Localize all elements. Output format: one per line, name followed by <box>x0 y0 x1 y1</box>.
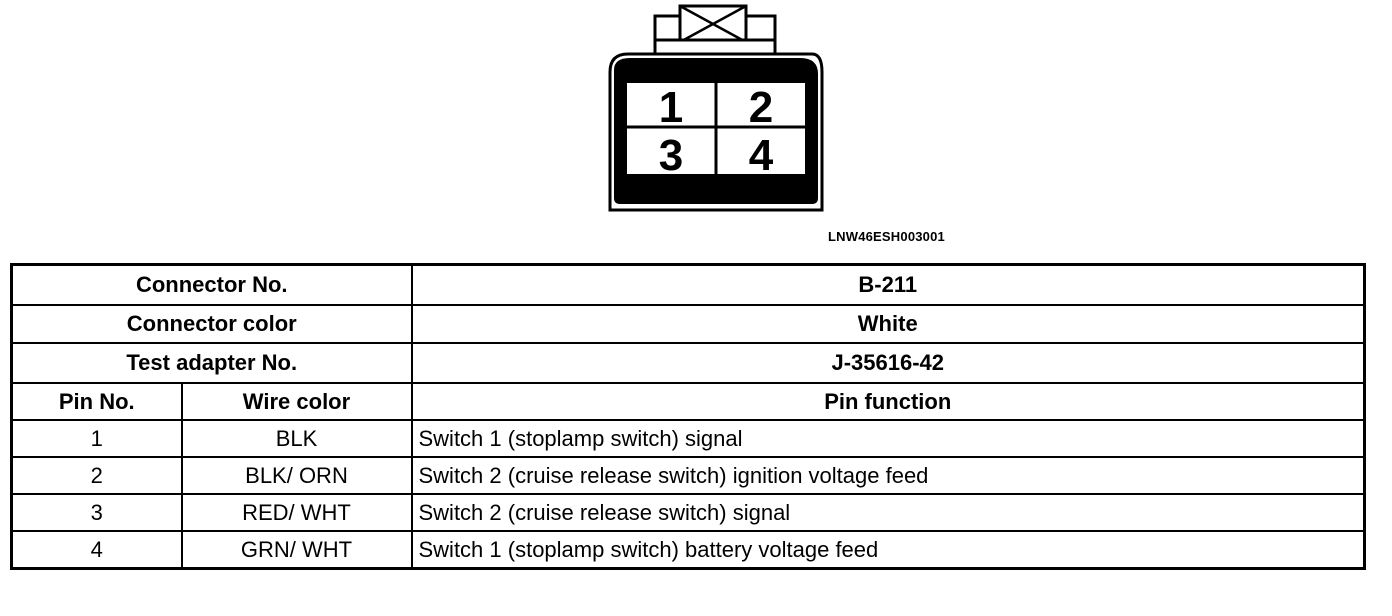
wire-color-cell: BLK/ ORN <box>180 456 413 495</box>
pin-cavity-2 <box>715 81 807 128</box>
connector-color-value: White <box>410 304 1366 344</box>
connector-color-label: Connector color <box>10 304 413 344</box>
pin-function-cell: Switch 1 (stoplamp switch) signal <box>410 419 1366 458</box>
pin-function-cell: Switch 2 (cruise release switch) signal <box>410 493 1366 532</box>
pin-cavity-4 <box>715 126 807 176</box>
column-header-row: Pin No. Wire color Pin function <box>10 382 1366 421</box>
pin-cavity-1 <box>625 81 717 128</box>
table-row: 4 GRN/ WHT Switch 1 (stoplamp switch) ba… <box>10 530 1366 570</box>
pin-number-1: 1 <box>659 83 683 132</box>
pin-number-4: 4 <box>749 131 774 180</box>
pin-function-cell: Switch 1 (stoplamp switch) battery volta… <box>410 530 1366 570</box>
connector-no-label: Connector No. <box>10 263 413 306</box>
column-header-wire-color: Wire color <box>180 382 413 421</box>
connector-color-row: Connector color White <box>10 304 1366 344</box>
connector-diagram: 1 2 3 4 <box>600 0 830 215</box>
pin-number-cell: 2 <box>10 456 183 495</box>
pin-function-cell: Switch 2 (cruise release switch) ignitio… <box>410 456 1366 495</box>
table-row: 2 BLK/ ORN Switch 2 (cruise release swit… <box>10 456 1366 495</box>
test-adapter-value: J-35616-42 <box>410 342 1366 384</box>
wire-color-cell: GRN/ WHT <box>180 530 413 570</box>
table-row: 1 BLK Switch 1 (stoplamp switch) signal <box>10 419 1366 458</box>
diagram-code: LNW46ESH003001 <box>828 229 945 244</box>
connector-no-value: B-211 <box>410 263 1366 306</box>
test-adapter-row: Test adapter No. J-35616-42 <box>10 342 1366 384</box>
pin-number-2: 2 <box>749 83 773 132</box>
table-row: 3 RED/ WHT Switch 2 (cruise release swit… <box>10 493 1366 532</box>
connector-pin-table: Connector No. B-211 Connector color Whit… <box>10 263 1366 570</box>
column-header-pin: Pin No. <box>10 382 183 421</box>
test-adapter-label: Test adapter No. <box>10 342 413 384</box>
pin-number-cell: 3 <box>10 493 183 532</box>
column-header-pin-function: Pin function <box>410 382 1366 421</box>
pin-number-cell: 1 <box>10 419 183 458</box>
connector-no-row: Connector No. B-211 <box>10 263 1366 306</box>
wire-color-cell: BLK <box>180 419 413 458</box>
wire-color-cell: RED/ WHT <box>180 493 413 532</box>
pin-number-3: 3 <box>659 131 683 180</box>
connector-face-drawing: 1 2 3 4 <box>608 4 824 212</box>
pin-number-cell: 4 <box>10 530 183 570</box>
